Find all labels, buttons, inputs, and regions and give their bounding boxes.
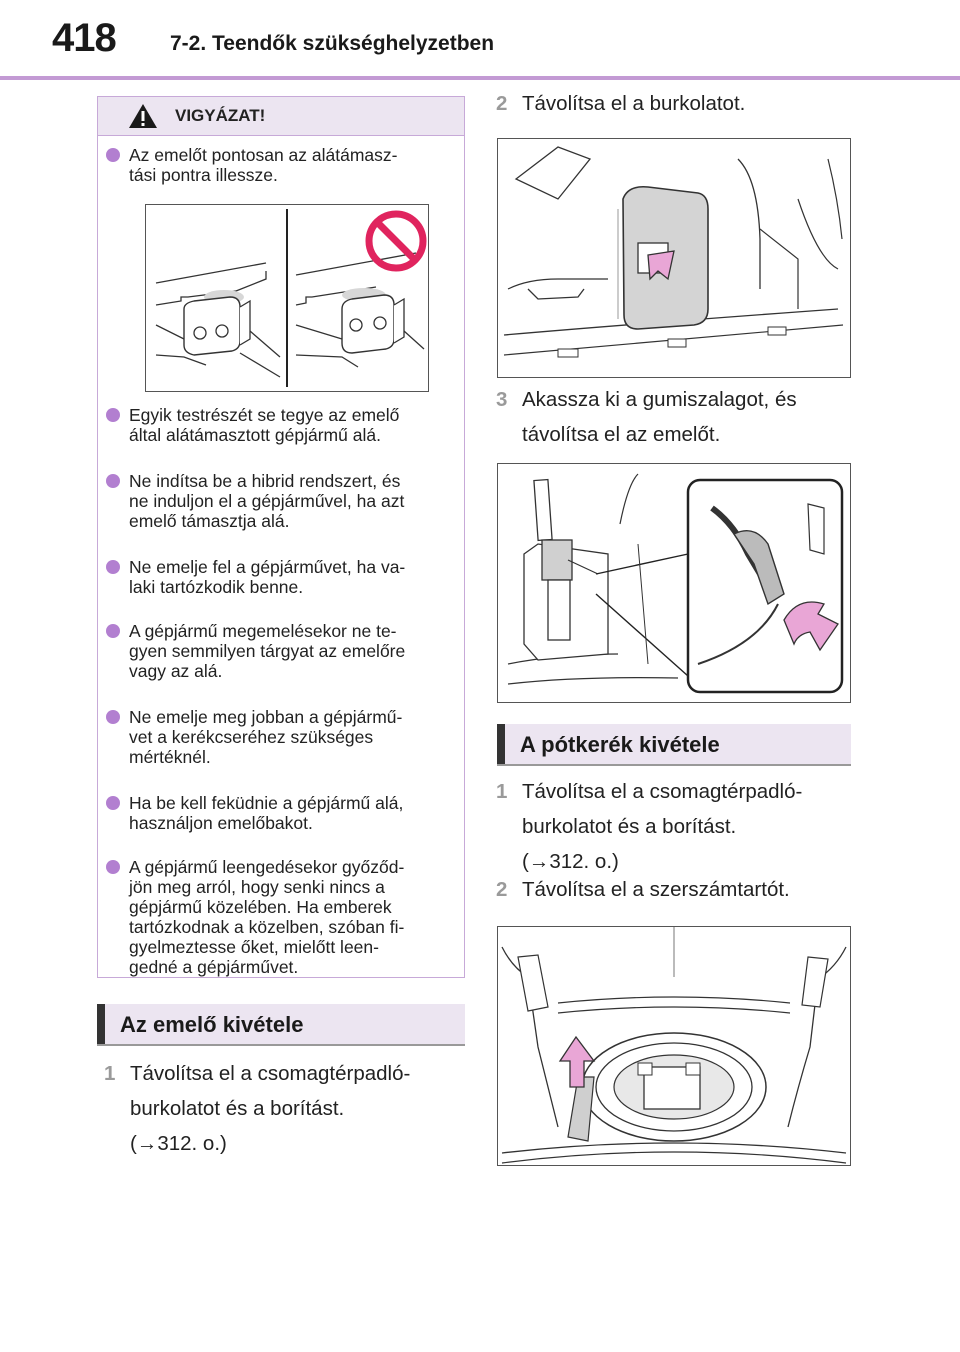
section-title: Az emelő kivétele xyxy=(120,1012,304,1037)
step-item: 2 Távolítsa el a szerszámtartót. xyxy=(496,872,856,907)
pink-arrow-icon xyxy=(647,250,675,281)
trunk-cover-illustration xyxy=(503,146,844,358)
warning-bullet-text: Egyik testrészét se tegye az emelő által… xyxy=(129,405,400,445)
chapter-title: 7-2. Teendők szükséghelyzetben xyxy=(170,32,495,55)
step-text: Akassza ki a gumiszalagot, és távolítsa … xyxy=(522,388,797,446)
step-text: Távolítsa el a burkolatot. xyxy=(522,92,746,115)
step-text: Távolítsa el a csomagtérpadló- burkolato… xyxy=(522,780,803,873)
bullet-dot-icon xyxy=(106,474,120,488)
bullet-dot-icon xyxy=(106,710,120,724)
step-item: 2 Távolítsa el a burkolatot. xyxy=(496,86,856,121)
warning-bullet-text: A gépjármű leengedésekor győződ- jön meg… xyxy=(129,857,405,977)
spare-tire-illustration xyxy=(501,927,847,1164)
bullet-dot-icon xyxy=(106,560,120,574)
step-item: 3 Akassza ki a gumiszalagot, és távolíts… xyxy=(496,382,856,452)
warning-bullet: A gépjármű leengedésekor győződ- jön meg… xyxy=(106,857,456,977)
step-text: Távolítsa el a csomagtérpadló- burkolato… xyxy=(130,1062,411,1155)
warning-bullet: Ne emelje meg jobban a gépjármű- vet a k… xyxy=(106,707,456,767)
warning-bullet: Az emelőt pontosan az alátámasz- tási po… xyxy=(106,145,456,185)
step-number: 3 xyxy=(496,388,508,411)
warning-bullet-text: Ha be kell feküdnie a gépjármű alá, hasz… xyxy=(129,793,404,833)
warning-triangle-icon xyxy=(129,104,157,128)
jack-placement-illustration xyxy=(155,209,427,387)
warning-header: VIGYÁZAT! xyxy=(98,97,464,136)
step-number: 2 xyxy=(496,92,508,115)
jack-placement-figure xyxy=(145,204,429,392)
page-number: 418 xyxy=(52,16,117,60)
step-number: 1 xyxy=(104,1062,116,1085)
warning-bullet-text: Ne indítsa be a hibrid rendszert, és ne … xyxy=(129,471,405,531)
prohibited-sign-icon xyxy=(365,210,427,272)
warning-title: VIGYÁZAT! xyxy=(175,106,266,125)
header-divider xyxy=(0,76,960,80)
bullet-dot-icon xyxy=(106,148,120,162)
bullet-dot-icon xyxy=(106,408,120,422)
spare-tire-figure xyxy=(497,926,851,1166)
pink-up-arrow-icon xyxy=(558,1035,596,1088)
pink-rotate-arrow-icon xyxy=(783,601,839,652)
warning-bullet: Ne indítsa be a hibrid rendszert, és ne … xyxy=(106,471,456,531)
section-heading-jack: Az emelő kivétele xyxy=(97,1004,465,1046)
warning-bullet: Ha be kell feküdnie a gépjármű alá, hasz… xyxy=(106,793,456,833)
bullet-dot-icon xyxy=(106,624,120,638)
warning-bullet-text: Ne emelje meg jobban a gépjármű- vet a k… xyxy=(129,707,403,767)
bullet-dot-icon xyxy=(106,796,120,810)
remove-jack-figure xyxy=(497,463,851,703)
warning-bullet-text: A gépjármű megemelésekor ne te- gyen sem… xyxy=(129,621,406,681)
warning-bullet-text: Az emelőt pontosan az alátámasz- tási po… xyxy=(129,145,398,185)
section-heading-spare: A pótkerék kivétele xyxy=(497,724,851,766)
step-item: 1 Távolítsa el a csomagtérpadló- burkola… xyxy=(104,1056,464,1161)
warning-bullet-text: Ne emelje fel a gépjárművet, ha va- laki… xyxy=(129,557,406,597)
section-title: A pótkerék kivétele xyxy=(520,732,720,757)
warning-bullet: A gépjármű megemelésekor ne te- gyen sem… xyxy=(106,621,456,681)
warning-bullet: Egyik testrészét se tegye az emelő által… xyxy=(106,405,456,445)
bullet-dot-icon xyxy=(106,860,120,874)
warning-bullet: Ne emelje fel a gépjárművet, ha va- laki… xyxy=(106,557,456,597)
remove-cover-figure xyxy=(497,138,851,378)
step-item: 1 Távolítsa el a csomagtérpadló- burkola… xyxy=(496,774,856,879)
jack-strap-illustration xyxy=(507,473,844,694)
step-number: 1 xyxy=(496,780,508,803)
step-text: Távolítsa el a szerszámtartót. xyxy=(522,878,790,901)
step-number: 2 xyxy=(496,878,508,901)
warning-box: VIGYÁZAT! Az emelőt pontosan az alátámas… xyxy=(97,96,465,978)
